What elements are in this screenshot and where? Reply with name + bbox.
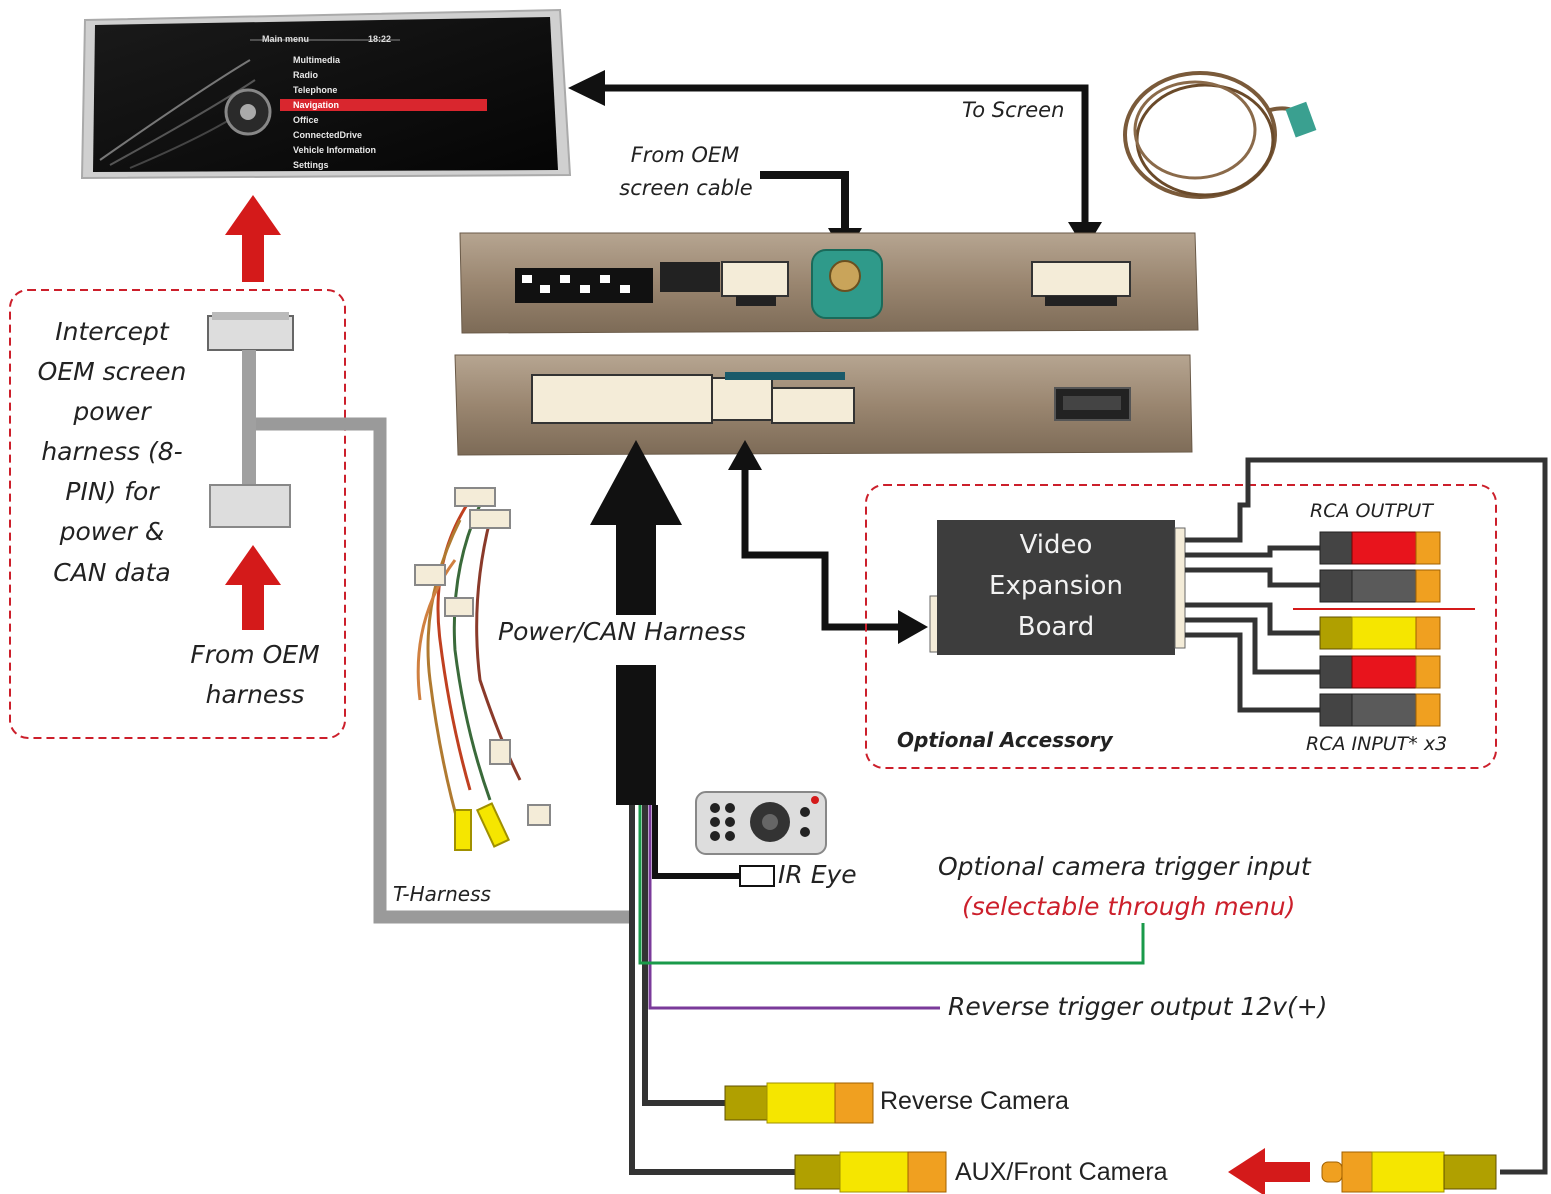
interface-box-top [459, 232, 1199, 334]
from-oem-cable-label-1: From OEM [630, 143, 740, 167]
intercept-dashed-box [9, 289, 346, 739]
intercept-label-6: power & [59, 517, 165, 546]
intercept-label-4: harness (8- [41, 437, 183, 466]
oem-screen [80, 8, 572, 180]
power-can-harness [590, 440, 682, 805]
remote-control-icon [695, 791, 827, 855]
menu-item-connecteddrive: ConnectedDrive [293, 130, 363, 140]
ir-eye-icon [739, 865, 775, 887]
menu-item-telephone: Telephone [293, 85, 338, 95]
reverse-trigger-label: Reverse trigger output 12v(+) [948, 992, 1328, 1021]
veb-output-wires [1185, 457, 1548, 1175]
aux-front-camera-label: AUX/Front Camera [955, 1158, 1168, 1186]
from-oem-harness-label-2: harness [205, 680, 305, 709]
menu-item-multimedia: Multimedia [293, 55, 341, 65]
rca-input-label: RCA INPUT* x3 [1306, 733, 1448, 755]
camera-trigger-note: (selectable through menu) [962, 892, 1296, 921]
red-up-arrows [225, 195, 281, 630]
camera-trigger-label: Optional camera trigger input [938, 852, 1311, 881]
menu-highlight [280, 99, 487, 111]
intercept-plugs [207, 312, 294, 528]
intercept-label-7: CAN data [53, 558, 171, 587]
rca-input-connectors [1319, 616, 1441, 727]
video-expansion-board [929, 520, 1186, 655]
from-oem-cable-label-2: screen cable [619, 176, 753, 200]
t-harness-bundle-icon [414, 487, 551, 851]
optional-accessory-label: Optional Accessory [897, 728, 1113, 752]
menu-item-settings: Settings [293, 160, 329, 170]
menu-item-vehicle-information: Vehicle Information [293, 145, 377, 155]
rca-output-label: RCA OUTPUT [1310, 500, 1433, 522]
coax-cable-icon [1123, 71, 1317, 199]
intercept-label-2: OEM screen [37, 357, 187, 386]
aux-input-connector [1321, 1151, 1497, 1193]
rca-output-connectors [1319, 531, 1441, 603]
intercept-label-5: PIN) for [65, 477, 159, 506]
menu-item-office: Office [293, 115, 319, 125]
interface-box-bottom [454, 354, 1193, 456]
aux-camera-connector [794, 1151, 947, 1193]
menu-item-navigation: Navigation [293, 100, 340, 110]
reverse-camera-label: Reverse Camera [880, 1087, 1069, 1115]
veb-label-2: Expansion [989, 571, 1123, 601]
red-left-arrow [1228, 1148, 1310, 1194]
harness-branch-wires [629, 805, 1145, 1175]
menu-item-radio: Radio [293, 70, 319, 80]
reverse-camera-connector [724, 1082, 874, 1124]
power-can-label: Power/CAN Harness [498, 617, 746, 646]
ir-eye-label: IR Eye [778, 860, 857, 889]
optional-accessory-dashed-box [865, 484, 1497, 769]
t-harness-wire [256, 417, 632, 924]
intercept-label-1: Intercept [55, 317, 169, 346]
veb-label-1: Video [1019, 530, 1093, 560]
screen-title: Main menu [262, 34, 310, 44]
from-oem-harness-label-1: From OEM [190, 640, 320, 669]
veb-label-3: Board [1017, 612, 1095, 642]
intercept-label-3: power [73, 397, 151, 426]
veb-link-arrow [728, 440, 928, 644]
to-screen-label: To Screen [962, 98, 1065, 122]
t-harness-label: T-Harness [393, 882, 491, 906]
screen-time: 18:22 [368, 34, 392, 44]
